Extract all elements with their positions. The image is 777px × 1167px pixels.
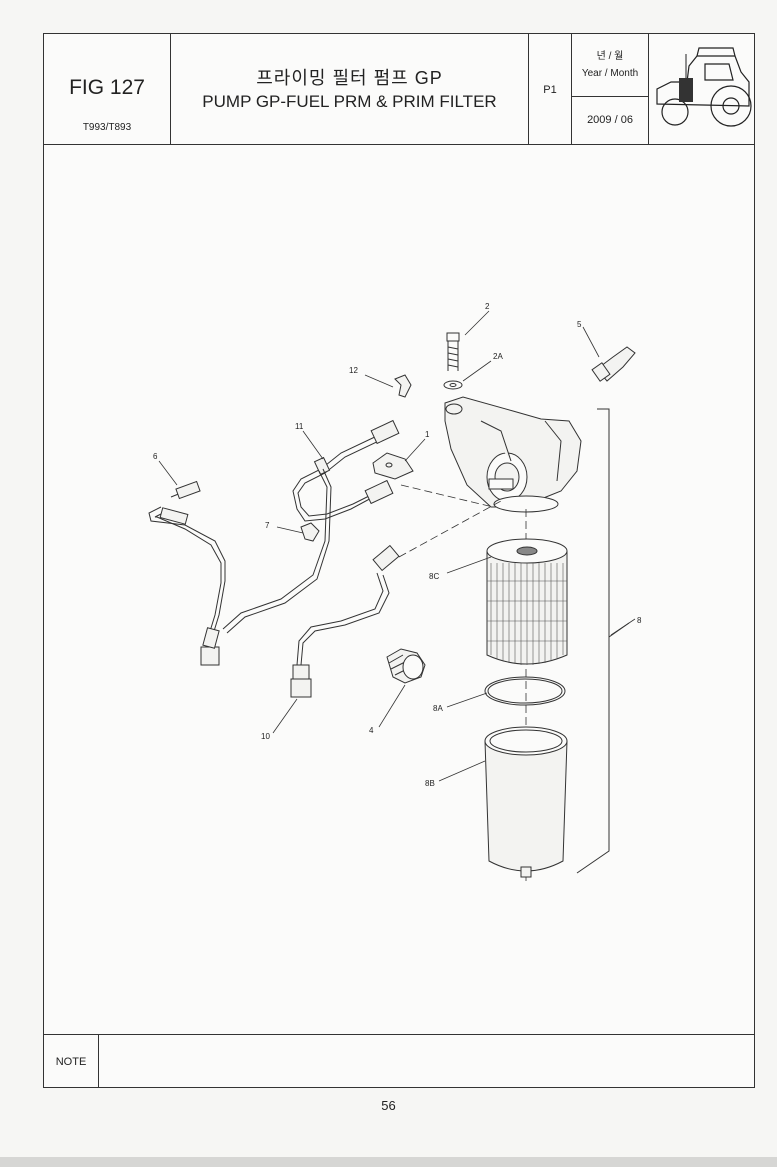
callout-4: 4 [369, 726, 374, 735]
year-month-korean: 년 / 월 [596, 51, 624, 62]
filter-bowl [484, 726, 568, 878]
callout-8c: 8C [429, 572, 439, 581]
callout-7: 7 [265, 521, 270, 530]
callout-8a: 8A [433, 704, 443, 713]
tractor-icon [656, 47, 752, 127]
bracket-part [372, 452, 414, 480]
o-ring [484, 676, 566, 706]
exploded-diagram: 2 2A 5 12 11 1 6 7 8C 8 8A 8B 4 10 [148, 302, 642, 881]
fig-cell: FIG 127 T993/T893 [44, 34, 171, 144]
fitting-part [591, 346, 636, 382]
callout-5: 5 [577, 320, 582, 329]
year-month-english: Year / Month [581, 68, 639, 79]
bolt-part [446, 332, 460, 371]
parts-sheet: FIG 127 T993/T893 프라이밍 필터 펌프 GP PUMP GP-… [43, 33, 755, 1088]
clip-part [394, 374, 412, 398]
callout-12: 12 [349, 366, 358, 375]
note-row: NOTE [44, 1034, 754, 1088]
callout-6: 6 [153, 452, 158, 461]
center-lines [398, 484, 527, 881]
thumbnail-cell [649, 34, 754, 144]
model-code: T993/T893 [82, 122, 132, 133]
assembly-bracket [576, 408, 630, 874]
fuel-line-11 [222, 419, 400, 634]
year-month-cell: 년 / 월 Year / Month 2009 / 06 [572, 34, 649, 144]
fuel-line-10 [290, 544, 400, 698]
filter-element-pleats [487, 563, 567, 665]
fuel-line-6 [148, 480, 226, 666]
revision-date: 2009 / 06 [587, 114, 633, 126]
title-korean: 프라이밍 필터 펌프 GP [256, 68, 443, 88]
page-number: 56 [381, 1098, 396, 1113]
callout-1: 1 [425, 430, 430, 439]
callout-8b: 8B [425, 779, 435, 788]
callout-10: 10 [261, 732, 270, 741]
callout-2a: 2A [493, 352, 503, 361]
page-code-cell: P1 [529, 34, 572, 144]
scan-edge [0, 1157, 777, 1167]
plug-part [386, 648, 426, 684]
fig-number: FIG 127 [69, 76, 145, 99]
title-english: PUMP GP-FUEL PRM & PRIM FILTER [202, 92, 497, 111]
callout-2: 2 [485, 302, 490, 311]
callout-11: 11 [295, 422, 304, 431]
header: FIG 127 T993/T893 프라이밍 필터 펌프 GP PUMP GP-… [44, 34, 754, 145]
clip-7-part [300, 522, 320, 542]
washer-part [443, 380, 463, 390]
title-cell: 프라이밍 필터 펌프 GP PUMP GP-FUEL PRM & PRIM FI… [171, 34, 529, 144]
filter-head [444, 396, 582, 513]
callout-8: 8 [637, 616, 642, 625]
note-label: NOTE [44, 1035, 99, 1088]
page-code: P1 [543, 84, 557, 96]
leader-lines [158, 310, 636, 782]
